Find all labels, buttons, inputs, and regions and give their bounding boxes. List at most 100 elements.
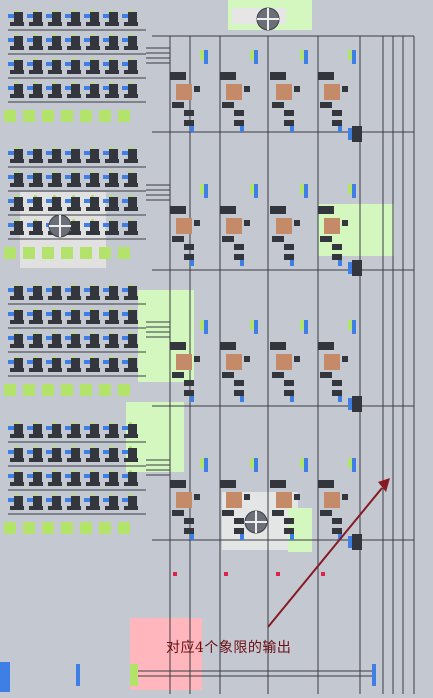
decoder-core <box>276 84 292 100</box>
memory-cell <box>109 221 118 231</box>
memory-bit-green <box>129 82 132 84</box>
memory-cell <box>10 46 24 50</box>
memory-bit-blue <box>65 336 71 340</box>
memory-bit-blue <box>103 312 109 316</box>
memory-cell <box>105 94 119 98</box>
decoder-core <box>176 218 192 234</box>
memory-bit-blue <box>84 62 90 66</box>
decoder-input-green <box>300 320 304 330</box>
decoder-gate <box>332 110 342 116</box>
memory-cell <box>128 12 137 22</box>
decoder-input-green <box>200 50 204 60</box>
memory-bit-blue <box>84 86 90 90</box>
memory-cell <box>48 46 62 50</box>
memory-cell <box>124 368 138 372</box>
memory-bit-blue <box>65 62 71 66</box>
decoder-core <box>226 84 242 100</box>
memory-cell <box>48 368 62 372</box>
memory-bit-blue <box>122 62 128 66</box>
memory-bit-blue <box>27 86 33 90</box>
memory-cell <box>90 84 99 94</box>
memory-bit-blue <box>27 199 33 203</box>
memory-bit-green <box>53 147 56 149</box>
memory-cell <box>29 344 43 348</box>
memory-bit-blue <box>65 199 71 203</box>
memory-bit-blue <box>8 498 14 502</box>
memory-bit-blue <box>103 474 109 478</box>
output-pin <box>276 572 280 576</box>
memory-cell <box>33 197 42 207</box>
memory-cell <box>29 482 43 486</box>
decoder-gate <box>170 480 186 488</box>
memory-cell <box>124 296 138 300</box>
memory-cell <box>48 482 62 486</box>
decoder-gate <box>222 102 234 108</box>
memory-cell <box>86 458 100 462</box>
memory-cell <box>71 334 80 344</box>
decoder-output-blue <box>240 532 244 540</box>
memory-cell <box>90 424 99 434</box>
memory-bit-green <box>72 195 75 197</box>
memory-cell <box>86 94 100 98</box>
decoder-gate <box>320 372 332 378</box>
memory-cell <box>67 70 81 74</box>
decoder-gate <box>222 236 234 242</box>
memory-bit-blue <box>103 450 109 454</box>
memory-bit-blue <box>46 14 52 18</box>
decoder-gate <box>270 72 286 80</box>
memory-bit-green <box>53 446 56 448</box>
decoder-gate <box>234 390 244 396</box>
memory-cell <box>14 60 23 70</box>
decoder-output-blue <box>338 532 342 540</box>
memory-cell <box>86 482 100 486</box>
memory-bit-green <box>72 308 75 310</box>
memory-cell <box>33 84 42 94</box>
decoder-gate <box>320 510 332 516</box>
memory-cell <box>52 149 61 159</box>
memory-bit-blue <box>8 38 14 42</box>
memory-cell <box>33 149 42 159</box>
memory-output-pad <box>118 110 130 122</box>
lamp-cross-v <box>59 215 61 237</box>
memory-cell <box>71 496 80 506</box>
memory-cell <box>90 496 99 506</box>
memory-cell <box>48 70 62 74</box>
decoder-core <box>276 354 292 370</box>
memory-cell <box>128 472 137 482</box>
memory-cell <box>109 472 118 482</box>
memory-cell <box>67 506 81 510</box>
memory-cell <box>10 231 24 235</box>
memory-cell <box>29 70 43 74</box>
memory-bit-blue <box>122 223 128 227</box>
memory-bit-blue <box>8 288 14 292</box>
memory-cell <box>105 368 119 372</box>
memory-cell <box>33 286 42 296</box>
memory-bit-green <box>15 82 18 84</box>
memory-bit-green <box>129 356 132 358</box>
memory-cell <box>109 286 118 296</box>
decoder-gate <box>184 528 194 534</box>
memory-cell <box>67 183 81 187</box>
decoder-gate <box>244 494 250 500</box>
memory-bit-green <box>72 332 75 334</box>
memory-cell <box>109 424 118 434</box>
decoder-output-blue <box>240 124 244 132</box>
decoder-gate <box>318 342 334 350</box>
decoder-gate <box>194 86 200 92</box>
memory-bit-blue <box>46 151 52 155</box>
memory-cell <box>48 506 62 510</box>
memory-cell <box>48 320 62 324</box>
decoder-output-blue <box>240 394 244 402</box>
memory-bit-blue <box>84 199 90 203</box>
memory-bit-green <box>72 446 75 448</box>
memory-cell <box>128 496 137 506</box>
memory-cell <box>105 434 119 438</box>
memory-bit-blue <box>84 360 90 364</box>
memory-bit-green <box>53 494 56 496</box>
memory-bit-green <box>53 470 56 472</box>
memory-bit-blue <box>84 450 90 454</box>
memory-cell <box>90 334 99 344</box>
memory-bit-blue <box>8 151 14 155</box>
